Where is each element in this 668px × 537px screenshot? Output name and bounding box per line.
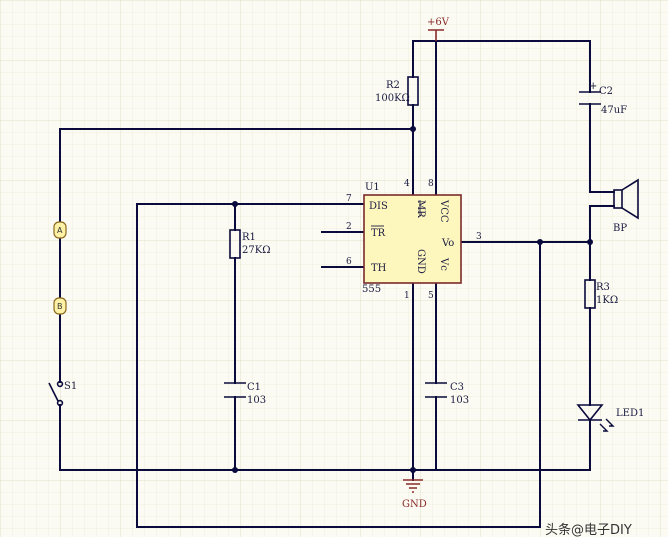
led-led1: LED1 <box>576 404 644 432</box>
ground-symbol: GND <box>402 479 427 510</box>
resistor-r3: R3 1KΩ <box>584 279 618 309</box>
resistor-r1: R1 27KΩ <box>229 229 271 259</box>
r3-ref: R3 <box>596 282 610 293</box>
ic-pin-gnd: GND <box>415 249 426 274</box>
buzzer-bp: BP <box>589 178 639 234</box>
pin-number-8: 8 <box>428 179 434 189</box>
connector-a-label: A <box>57 226 63 235</box>
ic-pin-mr: MR <box>415 200 426 218</box>
ic-pin-tr: TR <box>371 228 386 239</box>
pin-number-7: 7 <box>346 194 352 204</box>
ic-pin-th: TH <box>371 263 387 274</box>
r1-value: 27KΩ <box>242 245 271 256</box>
led-ref: LED1 <box>616 408 644 419</box>
connector-b: B <box>53 297 67 315</box>
ic-555: U1 555 DIS TR TH Vo MR VCC GND Vc 7 2 6 … <box>346 179 482 301</box>
watermark-text: 头条@电子DIY <box>545 522 632 537</box>
pin-number-4: 4 <box>404 179 410 189</box>
pin-number-6: 6 <box>346 257 352 267</box>
ic-pin-vo: Vo <box>441 238 454 249</box>
capacitor-c2: + C2 47uF <box>579 81 627 116</box>
pin-number-5: 5 <box>428 291 434 301</box>
bp-ref: BP <box>613 223 627 234</box>
c2-value: 47uF <box>601 105 627 116</box>
s1-ref: S1 <box>64 381 77 392</box>
connector-a: A <box>53 221 67 239</box>
ic-pin-dis: DIS <box>369 201 388 212</box>
gnd-label: GND <box>402 499 427 510</box>
c3-ref: C3 <box>450 382 464 393</box>
c2-polarity: + <box>589 81 597 92</box>
capacitor-c1: C1 103 <box>224 382 266 406</box>
r2-ref: R2 <box>386 80 400 91</box>
c2-ref: C2 <box>599 86 613 97</box>
pin-number-2: 2 <box>346 222 352 232</box>
r3-value: 1KΩ <box>596 295 618 306</box>
vcc-label: +6V <box>427 17 450 28</box>
pin-number-3: 3 <box>476 232 482 242</box>
c3-value: 103 <box>450 395 469 406</box>
capacitor-c3: C3 103 <box>425 382 469 406</box>
ic-pin-vcc: VCC <box>438 199 449 223</box>
vcc-power-port: +6V <box>427 17 450 41</box>
junctions <box>232 126 593 473</box>
c1-value: 103 <box>247 395 266 406</box>
switch-s1: S1 <box>48 380 77 407</box>
ic-ref: U1 <box>365 182 380 193</box>
connector-b-label: B <box>57 302 63 311</box>
c1-ref: C1 <box>247 382 261 393</box>
resistor-r2: R2 100KΩ <box>375 76 419 106</box>
wires <box>59 40 591 528</box>
r2-value: 100KΩ <box>375 93 410 104</box>
watermark: 头条@电子DIY <box>545 522 632 537</box>
pin-number-1: 1 <box>404 291 410 301</box>
ic-pin-vc: Vc <box>438 257 449 271</box>
r1-ref: R1 <box>242 232 256 243</box>
ic-part: 555 <box>362 284 381 295</box>
